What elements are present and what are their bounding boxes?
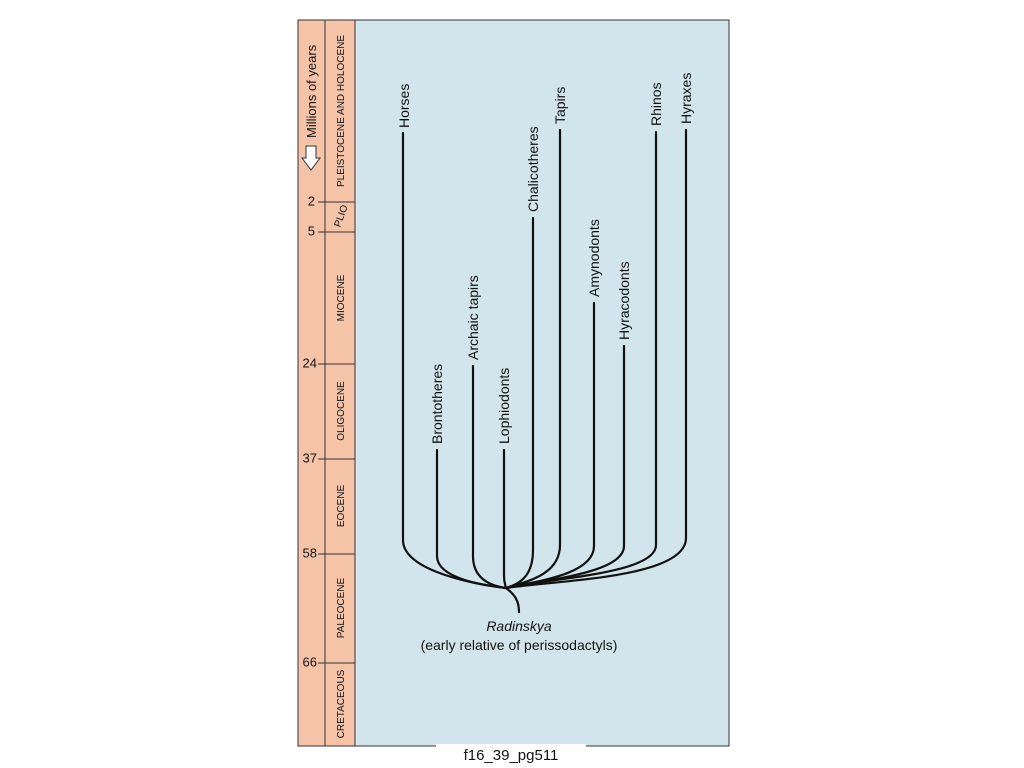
root-name: Radinskya — [486, 618, 552, 634]
taxon-label-hyraxes: Hyraxes — [678, 73, 694, 124]
tick-label: 37 — [303, 450, 317, 465]
tick-label: 2 — [308, 193, 315, 208]
tree-panel — [355, 20, 729, 746]
epoch-label: PALEOCENE — [336, 577, 347, 638]
tree — [401, 128, 688, 614]
branch-rhinos — [504, 130, 658, 590]
axis-title: Millions of years — [304, 44, 319, 138]
tick-label: 24 — [303, 355, 317, 370]
taxon-label-archaic-tapirs: Archaic tapirs — [465, 275, 481, 360]
taxon-label-chalicotheres: Chalicotheres — [525, 126, 541, 212]
taxon-label-amynodonts: Amynodonts — [586, 219, 602, 297]
down-arrow-icon — [301, 145, 321, 171]
epoch-label: EOCENE — [336, 485, 347, 528]
branch-hyraxes — [504, 128, 688, 590]
root-stem — [504, 586, 521, 614]
taxon-label-horses: Horses — [396, 84, 412, 128]
taxon-label-lophiodonts: Lophiodonts — [496, 368, 512, 444]
taxon-label-hyracodonts: Hyracodonts — [616, 261, 632, 340]
taxon-label-brontotheres: Brontotheres — [429, 364, 445, 444]
epoch-boundaries — [318, 201, 355, 664]
timescale-column — [298, 20, 355, 746]
tick-label: 5 — [308, 223, 315, 238]
branch-lophiodonts — [502, 448, 508, 590]
tick-label: 58 — [303, 545, 317, 560]
epoch-label: OLIGOCENE — [336, 381, 347, 441]
epoch-label: MIOCENE — [336, 274, 347, 321]
root-description: (early relative of perissodactyls) — [421, 637, 618, 653]
taxon-label-tapirs: Tapirs — [552, 87, 568, 124]
branch-archaic-tapirs — [471, 364, 508, 590]
figure-caption: f16_39_pg511 — [436, 744, 586, 768]
epoch-label: CRETACEOUS — [336, 669, 347, 738]
axis-title-group: Millions of years — [301, 44, 321, 171]
taxon-label-rhinos: Rhinos — [648, 82, 664, 126]
tick-label: 66 — [303, 654, 317, 669]
epoch-label: PLEISTOCENE AND HOLOCENE — [336, 35, 347, 187]
